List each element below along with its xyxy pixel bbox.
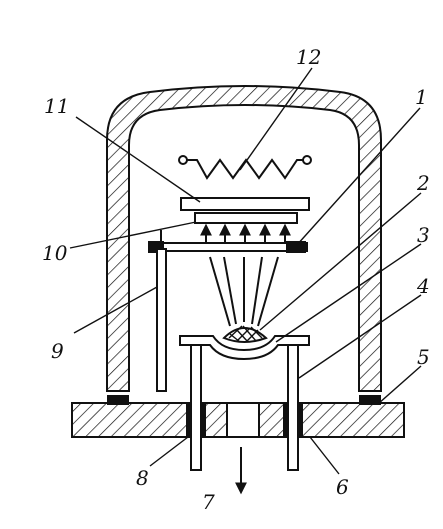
callout-12: 12 xyxy=(296,45,321,69)
callout-10: 10 xyxy=(42,241,68,265)
callout-9: 9 xyxy=(51,339,64,363)
callout-8: 8 xyxy=(136,466,149,490)
substrate-holder-plate xyxy=(180,197,310,211)
mask-clamp-right xyxy=(286,241,306,253)
deposition-arrows xyxy=(200,223,291,242)
holder-stand xyxy=(156,248,167,392)
vapor-stream xyxy=(209,256,279,327)
heater-coil xyxy=(185,158,306,180)
bell-jar xyxy=(106,85,382,392)
callout-7: 7 xyxy=(202,490,215,514)
callout-4: 4 xyxy=(416,274,430,298)
evaporant-crosshatch xyxy=(228,325,263,343)
callout-3: 3 xyxy=(417,223,430,247)
pump-outlet-opening xyxy=(226,402,260,438)
heater-terminal-right xyxy=(302,155,312,165)
leader-lines xyxy=(69,67,422,475)
substrate xyxy=(194,212,298,224)
callout-6: 6 xyxy=(336,475,349,499)
seal-gasket-right xyxy=(359,395,381,405)
mask-plate xyxy=(151,242,308,252)
seal-gasket-left xyxy=(107,395,129,405)
callout-11: 11 xyxy=(44,94,69,118)
callout-1: 1 xyxy=(415,85,428,109)
heater-terminal-left xyxy=(178,155,188,165)
electrode-left xyxy=(190,339,202,471)
electrode-right xyxy=(287,339,299,471)
callout-5: 5 xyxy=(417,345,430,369)
callout-2: 2 xyxy=(416,171,430,195)
